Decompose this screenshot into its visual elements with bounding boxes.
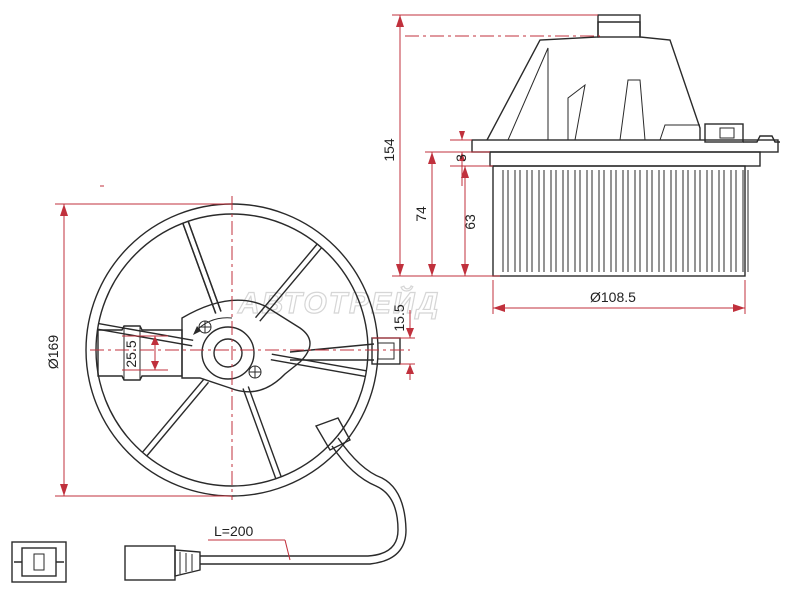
front-dimensions: Ø169 25.5 15.5 xyxy=(45,185,415,500)
cable-grommet xyxy=(314,417,351,451)
housing-spoke xyxy=(270,358,366,378)
housing-spoke xyxy=(254,243,318,319)
cable-length-dim: L=200 xyxy=(208,523,291,561)
side-connector-pin xyxy=(719,127,735,139)
cable xyxy=(200,437,407,565)
motor-cap xyxy=(597,14,641,38)
housing-spoke xyxy=(146,381,210,457)
housing-spoke xyxy=(187,221,222,312)
motor-housing-rib xyxy=(567,83,586,141)
housing-spoke xyxy=(247,386,282,478)
motor-housing-outline xyxy=(486,21,701,141)
dim-label-overall-height: 154 xyxy=(381,138,397,162)
dim-label-flange-thickness: 3 xyxy=(453,154,469,162)
housing-spoke xyxy=(141,378,205,453)
dim-label-fan-height: 74 xyxy=(413,206,429,222)
impeller-blades xyxy=(502,170,749,272)
plug-face-inner xyxy=(21,547,57,577)
hub-inner xyxy=(213,338,243,368)
plug-pin xyxy=(33,553,45,571)
dim-label-fan-diameter: Ø108.5 xyxy=(590,289,636,305)
hub-outer xyxy=(201,326,255,380)
plug-boot xyxy=(174,549,201,577)
flange-step xyxy=(489,151,761,167)
rotation-arrow-icon xyxy=(194,317,233,333)
motor-plate xyxy=(181,299,311,393)
leader-line-cable-tail xyxy=(284,539,291,561)
flange-tab xyxy=(743,135,780,143)
cable-inner xyxy=(200,445,399,557)
side-dimensions: 154 74 63 3 Ø108.5 xyxy=(381,14,746,314)
dim-label-bracket-width: 25.5 xyxy=(123,340,139,367)
housing-spoke xyxy=(97,328,193,347)
watermark-text: АВТОТРЕЙД xyxy=(237,285,440,320)
dim-label-cable-length: L=200 xyxy=(214,523,254,539)
housing-spoke xyxy=(182,222,217,314)
front-view xyxy=(85,203,407,565)
motor-housing-rib xyxy=(507,47,549,141)
housing-spoke xyxy=(271,353,367,372)
plug-view xyxy=(11,541,201,583)
plug-body xyxy=(124,545,176,581)
plug-face xyxy=(11,541,67,583)
motor-housing-rib xyxy=(619,79,646,141)
motor-housing-rib xyxy=(659,124,700,141)
housing-spoke xyxy=(98,322,194,342)
connector-block xyxy=(371,337,401,365)
side-connector xyxy=(704,123,744,143)
dim-label-blade-height: 63 xyxy=(462,214,478,230)
housing-spokes xyxy=(97,221,367,479)
dim-label-connector-offset: 15.5 xyxy=(391,304,407,331)
impeller-wheel xyxy=(492,165,746,277)
housing-spoke xyxy=(242,388,277,479)
dim-label-housing-diameter: Ø169 xyxy=(45,335,61,369)
side-view xyxy=(471,14,780,277)
